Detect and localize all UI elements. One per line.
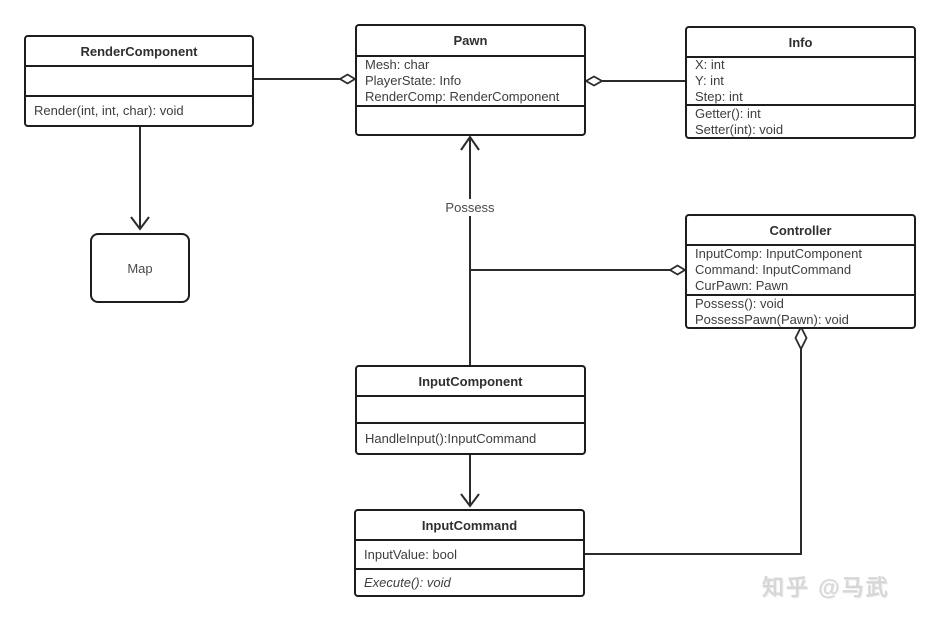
watermark: 知乎 @马武 — [762, 575, 890, 600]
method-row-abstract: Execute(): void — [364, 574, 451, 590]
attribute-row: InputComp: InputComponent — [695, 246, 862, 261]
attribute-row: Command: InputCommand — [695, 262, 852, 277]
class-attributes-section — [357, 395, 584, 422]
aggregation-diamond-icon — [584, 75, 604, 87]
edge-controller-aggregation — [470, 264, 687, 276]
edge-rendercomponent-map-association — [130, 123, 150, 231]
edge-inputcomponent-pawn-possess — [460, 135, 480, 365]
class-title: InputCommand — [421, 517, 518, 533]
class-methods-section: Possess(): void PossessPawn(Pawn): void — [687, 294, 914, 327]
attribute-row: CurPawn: Pawn — [695, 278, 789, 293]
aggregation-diamond-icon — [794, 324, 808, 352]
edge-pawn-info-aggregation — [584, 75, 685, 87]
class-title: Info — [788, 34, 813, 50]
aggregation-diamond-icon — [668, 264, 687, 276]
class-methods-section: HandleInput():InputCommand — [357, 422, 584, 453]
class-title: RenderComponent — [80, 43, 198, 59]
attribute-row: PlayerState: Info — [365, 73, 462, 88]
class-info[interactable]: Info X: int Y: int Step: int Getter(): i… — [685, 26, 916, 139]
class-title: Map — [127, 260, 153, 276]
class-controller[interactable]: Controller InputComp: InputComponent Com… — [685, 214, 916, 329]
open-arrowhead-icon — [460, 135, 480, 151]
class-rendercomponent[interactable]: RenderComponent Render(int, int, char): … — [24, 35, 254, 127]
class-methods-section: Render(int, int, char): void — [26, 95, 252, 125]
attribute-row: Y: int — [695, 73, 724, 88]
class-methods-section: Execute(): void — [356, 568, 583, 595]
attribute-row: Mesh: char — [365, 57, 430, 72]
class-inputcomponent[interactable]: InputComponent HandleInput():InputComman… — [355, 365, 586, 455]
edge-line — [585, 349, 802, 555]
class-attributes-section: InputComp: InputComponent Command: Input… — [687, 244, 914, 294]
class-attributes-section: InputValue: bool — [356, 539, 583, 568]
method-row: HandleInput():InputCommand — [365, 430, 537, 446]
attribute-row: RenderComp: RenderComponent — [365, 89, 560, 104]
edge-label-possess: Possess — [440, 199, 500, 216]
class-methods-section: Getter(): int Setter(int): void — [687, 104, 914, 137]
attribute-row: Step: int — [695, 89, 743, 104]
aggregation-diamond-icon — [338, 73, 357, 85]
edge-inputcommand-controller-aggregation — [585, 324, 808, 555]
class-title: Controller — [769, 222, 832, 238]
edge-inputcomponent-inputcommand-association — [460, 455, 480, 508]
class-attributes-section: Mesh: char PlayerState: Info RenderComp:… — [357, 55, 584, 105]
class-title: InputComponent — [418, 373, 523, 389]
attribute-row: InputValue: bool — [364, 546, 457, 562]
method-row: Setter(int): void — [695, 121, 784, 137]
method-row: Render(int, int, char): void — [34, 103, 184, 118]
class-methods-section — [357, 105, 584, 134]
open-arrowhead-icon — [460, 493, 480, 508]
edge-rendercomponent-pawn-aggregation — [254, 73, 357, 85]
open-arrowhead-icon — [130, 216, 150, 231]
class-map[interactable]: Map — [90, 233, 190, 303]
class-inputcommand[interactable]: InputCommand InputValue: bool Execute():… — [354, 509, 585, 597]
attribute-row: X: int — [695, 57, 725, 72]
method-row: Getter(): int — [695, 105, 761, 121]
method-row: PossessPawn(Pawn): void — [695, 311, 849, 327]
class-attributes-section: X: int Y: int Step: int — [687, 56, 914, 104]
method-row: Possess(): void — [695, 295, 784, 311]
class-pawn[interactable]: Pawn Mesh: char PlayerState: Info Render… — [355, 24, 586, 136]
class-title: Pawn — [453, 33, 488, 48]
class-attributes-section — [26, 65, 252, 95]
